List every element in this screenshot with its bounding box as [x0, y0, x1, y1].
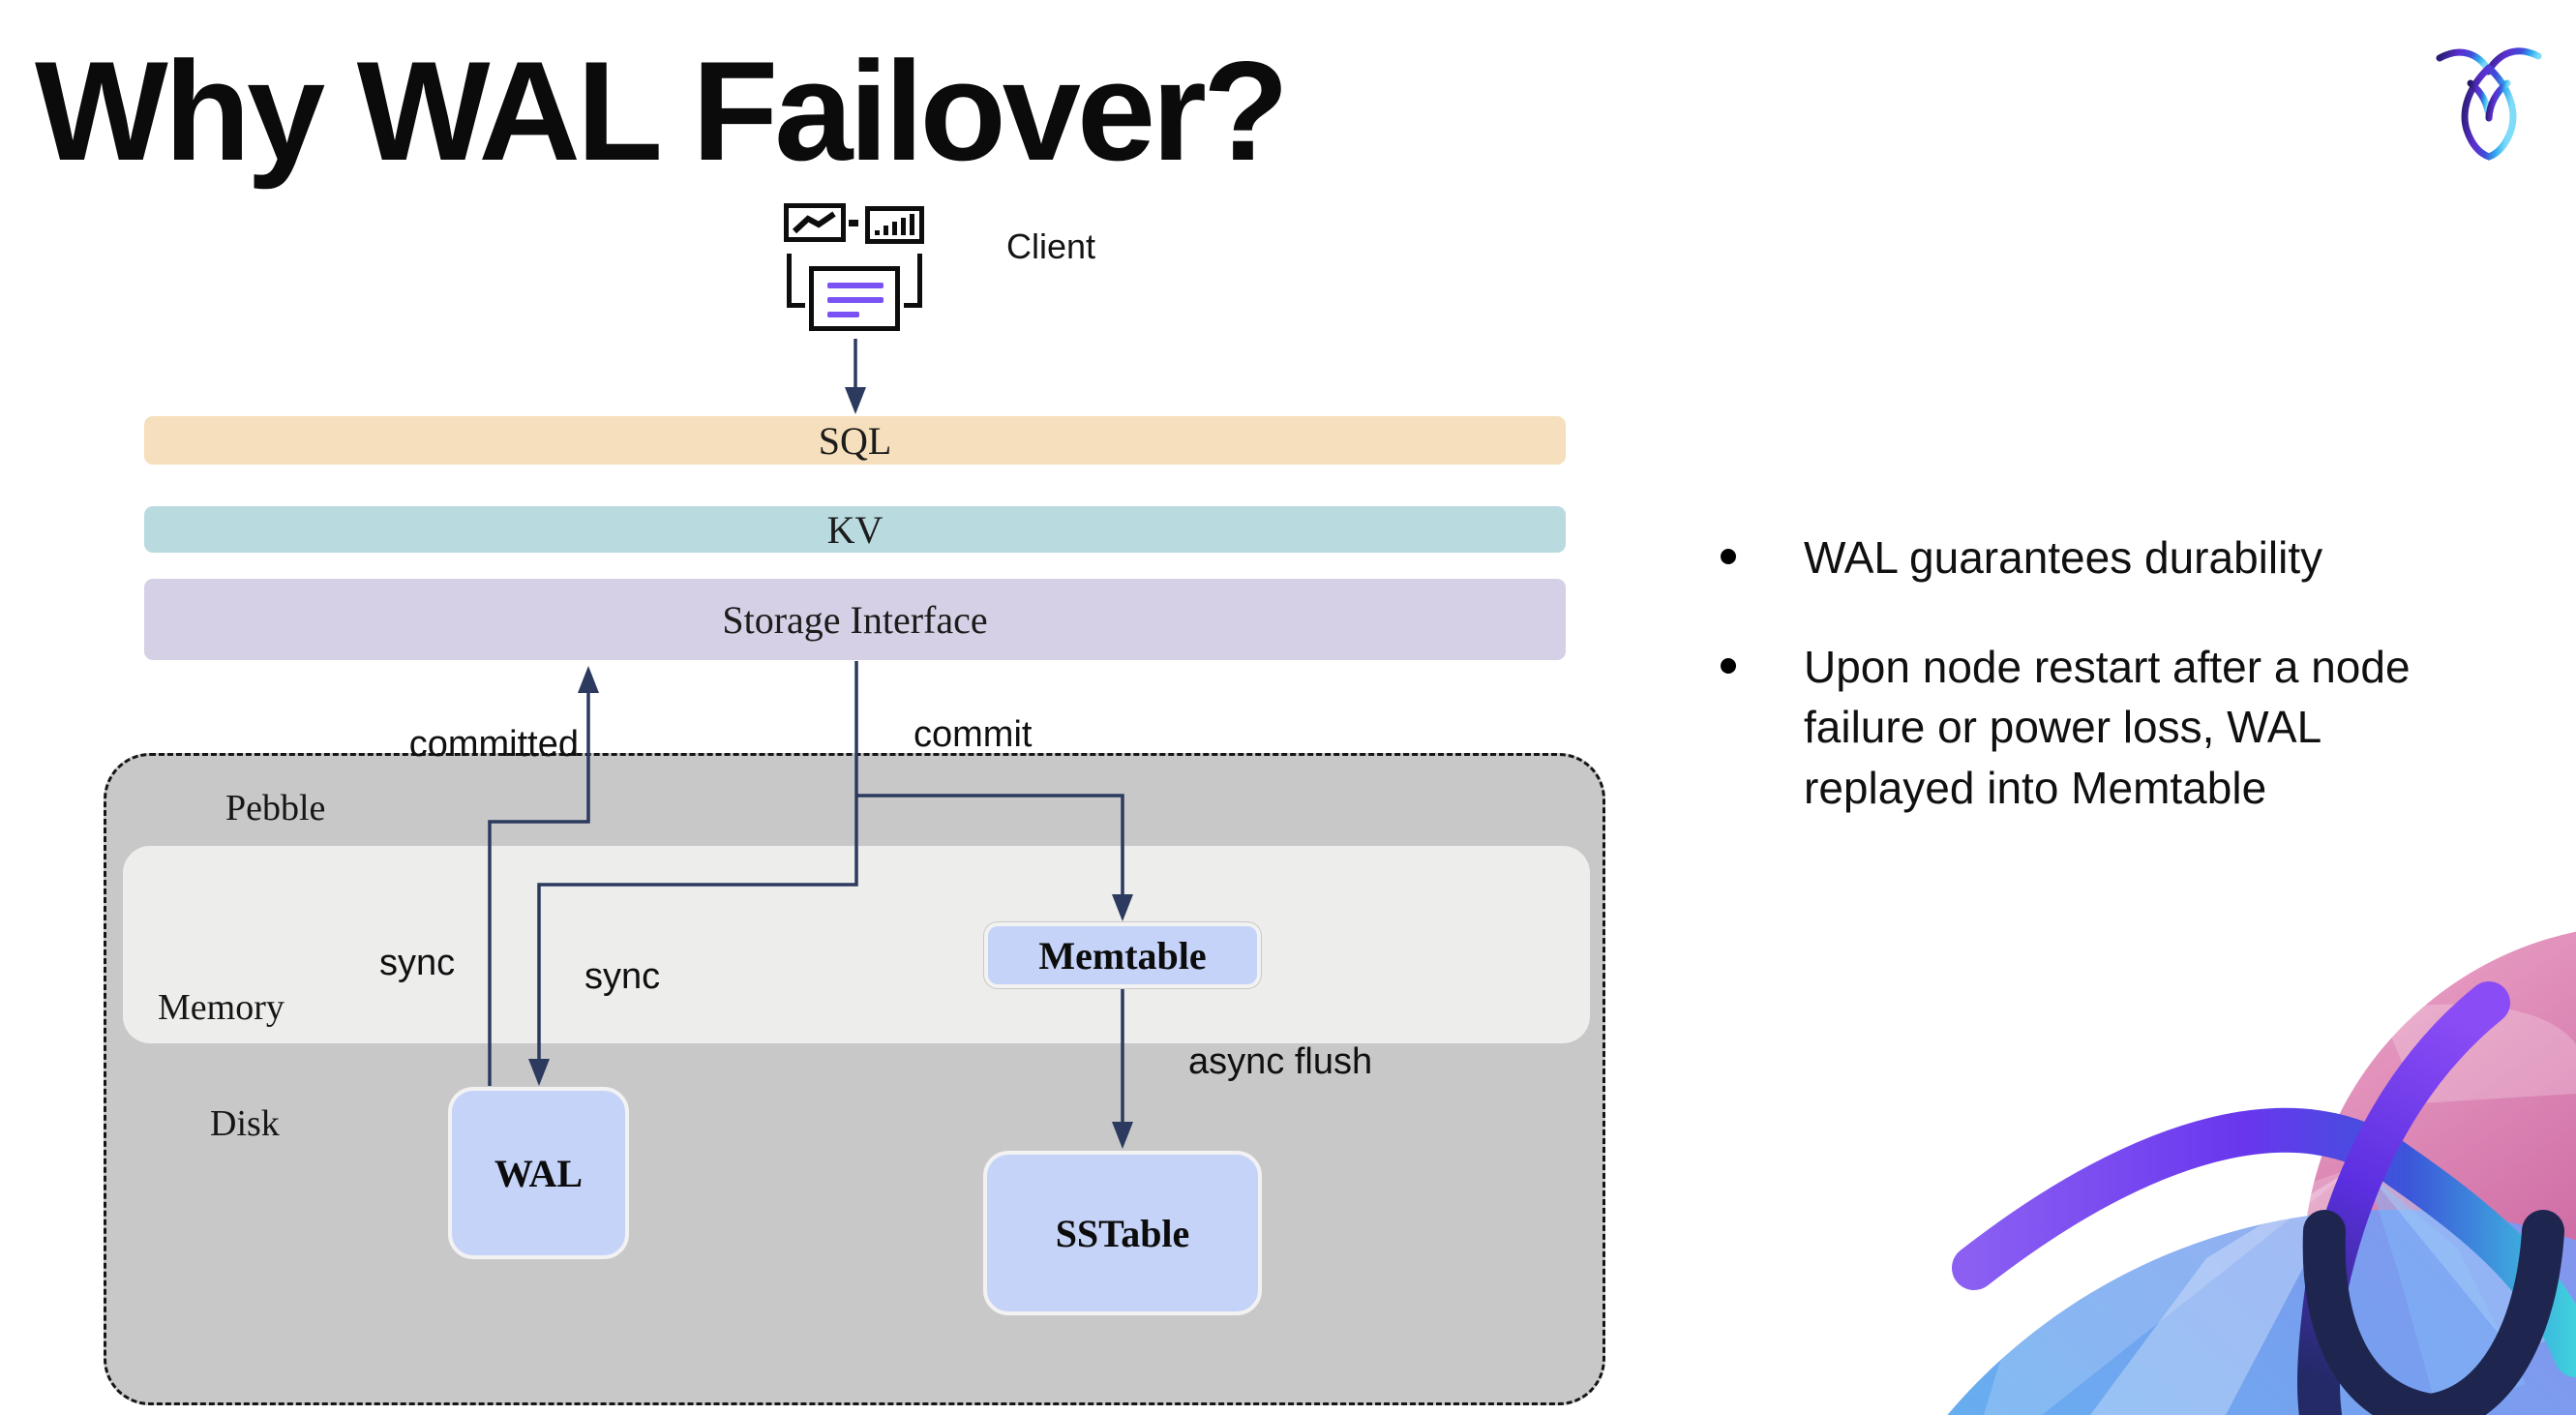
bracket-right-icon: [917, 254, 922, 308]
bullet-item: WAL guarantees durability: [1721, 527, 2495, 588]
bracket-left-foot: [787, 303, 805, 308]
edge-label-commit: commit: [914, 714, 1033, 755]
layer-sql: SQL: [144, 416, 1566, 465]
edge-label-sync-right: sync: [584, 956, 661, 997]
layer-storage-interface: Storage Interface: [144, 579, 1566, 660]
edge-label-async-flush: async flush: [1188, 1041, 1373, 1082]
layer-sql-label: SQL: [818, 418, 892, 463]
bar-chart-icon: [865, 206, 924, 244]
cockroachdb-logo-icon: [2436, 47, 2542, 161]
client-icon: [780, 199, 927, 335]
wal-label: WAL: [494, 1151, 584, 1195]
layer-kv: KV: [144, 506, 1566, 553]
document-icon: [809, 266, 900, 331]
edge-label-committed: committed: [408, 724, 579, 765]
bullet-dot: [1721, 549, 1736, 564]
memtable-label: Memtable: [1038, 933, 1207, 978]
bullet-text: WAL guarantees durability: [1804, 532, 2323, 583]
wal-box: WAL: [448, 1087, 629, 1259]
bullet-dot: [1721, 657, 1736, 674]
line-chart-icon: [784, 203, 846, 242]
edge-label-sync-left: sync: [379, 943, 456, 983]
bullet-item: Upon node restart after a node failure o…: [1721, 637, 2495, 819]
memory-label: Memory: [158, 987, 285, 1028]
memory-band: [123, 846, 1590, 1043]
bracket-right-foot: [904, 303, 922, 308]
sstable-label: SSTable: [1055, 1211, 1190, 1255]
memtable-box: Memtable: [984, 922, 1261, 988]
pebble-container: Pebble Memory Disk: [104, 753, 1605, 1405]
dash-connector: [849, 220, 858, 226]
bullet-list: WAL guarantees durability Upon node rest…: [1721, 527, 2495, 866]
bullet-text: Upon node restart after a node failure o…: [1804, 641, 2411, 813]
client-label: Client: [1006, 226, 1096, 266]
page-title: Why WAL Failover?: [35, 32, 1289, 190]
layer-kv-label: KV: [826, 507, 884, 552]
cockroach-brand-art-icon: [1947, 931, 2576, 1415]
sstable-box: SSTable: [983, 1151, 1262, 1315]
disk-label: Disk: [210, 1103, 280, 1144]
bracket-left-icon: [787, 254, 792, 308]
layer-storage-label: Storage Interface: [722, 597, 988, 642]
pebble-label: Pebble: [225, 788, 326, 828]
